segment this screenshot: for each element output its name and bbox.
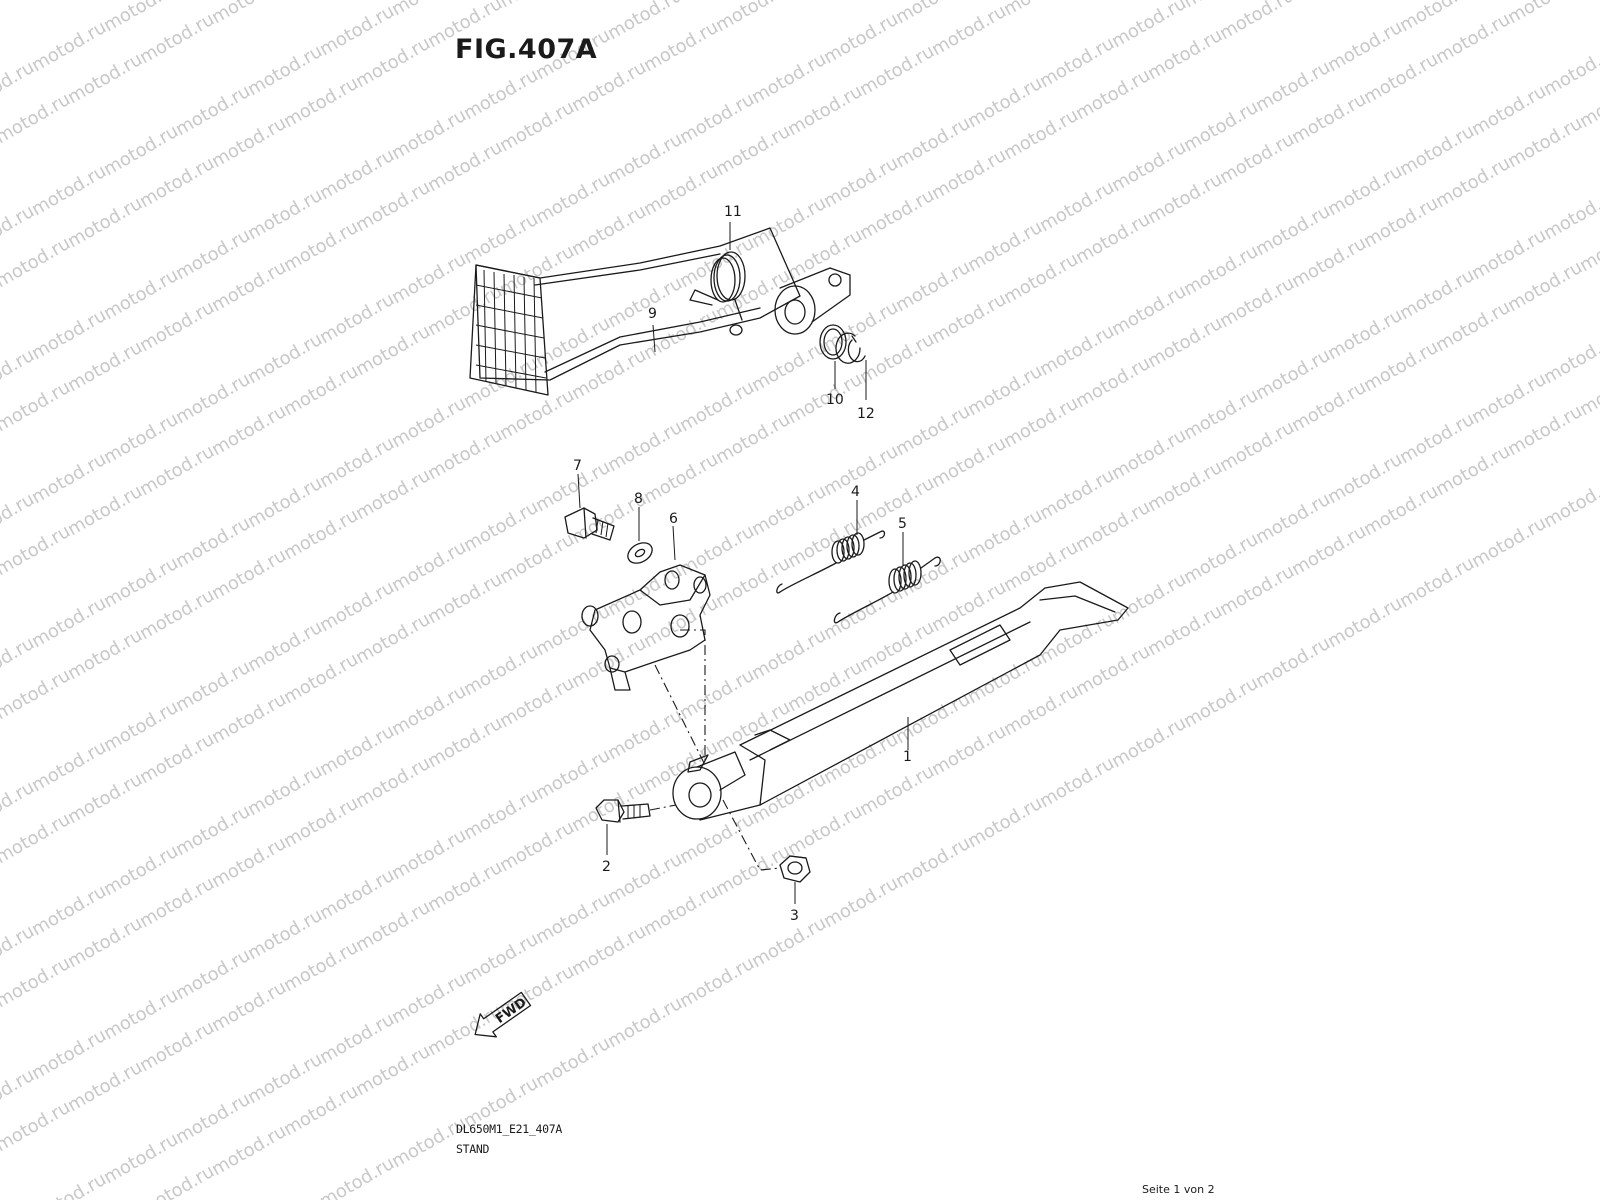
stand-nut [779, 855, 811, 883]
side-stand [672, 581, 1129, 821]
part-label-4[interactable]: 4 [851, 484, 860, 500]
part-labels: 11 9 10 12 7 8 6 4 5 1 2 3 [573, 204, 912, 924]
brake-pedal [469, 227, 851, 396]
part-label-2[interactable]: 2 [602, 859, 611, 875]
stand-bracket [581, 564, 711, 691]
part-label-3[interactable]: 3 [790, 908, 799, 924]
part-label-1[interactable]: 1 [903, 749, 912, 765]
part-label-7[interactable]: 7 [573, 458, 582, 474]
stand-pivot-bolt [595, 799, 651, 823]
leader-lines [577, 222, 909, 904]
part-label-6[interactable]: 6 [669, 511, 678, 527]
stand-spring-inner [776, 530, 886, 594]
bracket-washer [627, 542, 653, 564]
part-label-8[interactable]: 8 [634, 491, 643, 507]
part-label-12[interactable]: 12 [857, 406, 875, 422]
figure-code: DL650M1_E21_407A [456, 1122, 562, 1136]
figure-name: STAND [456, 1142, 490, 1156]
part-label-9[interactable]: 9 [648, 306, 657, 322]
pedal-circlip [835, 332, 866, 364]
bracket-bolt [564, 507, 615, 541]
pedal-return-spring [689, 251, 746, 321]
fwd-arrow-icon: FWD [474, 991, 532, 1038]
part-label-10[interactable]: 10 [826, 392, 844, 408]
part-label-5[interactable]: 5 [898, 516, 907, 532]
stand-spring-outer [833, 556, 941, 624]
pedal-washer [819, 324, 847, 360]
assembly-lines [649, 629, 781, 871]
figure-title: FIG.407A [455, 34, 598, 65]
part-label-11[interactable]: 11 [724, 204, 742, 220]
page-indicator: Seite 1 von 2 [1142, 1183, 1215, 1196]
